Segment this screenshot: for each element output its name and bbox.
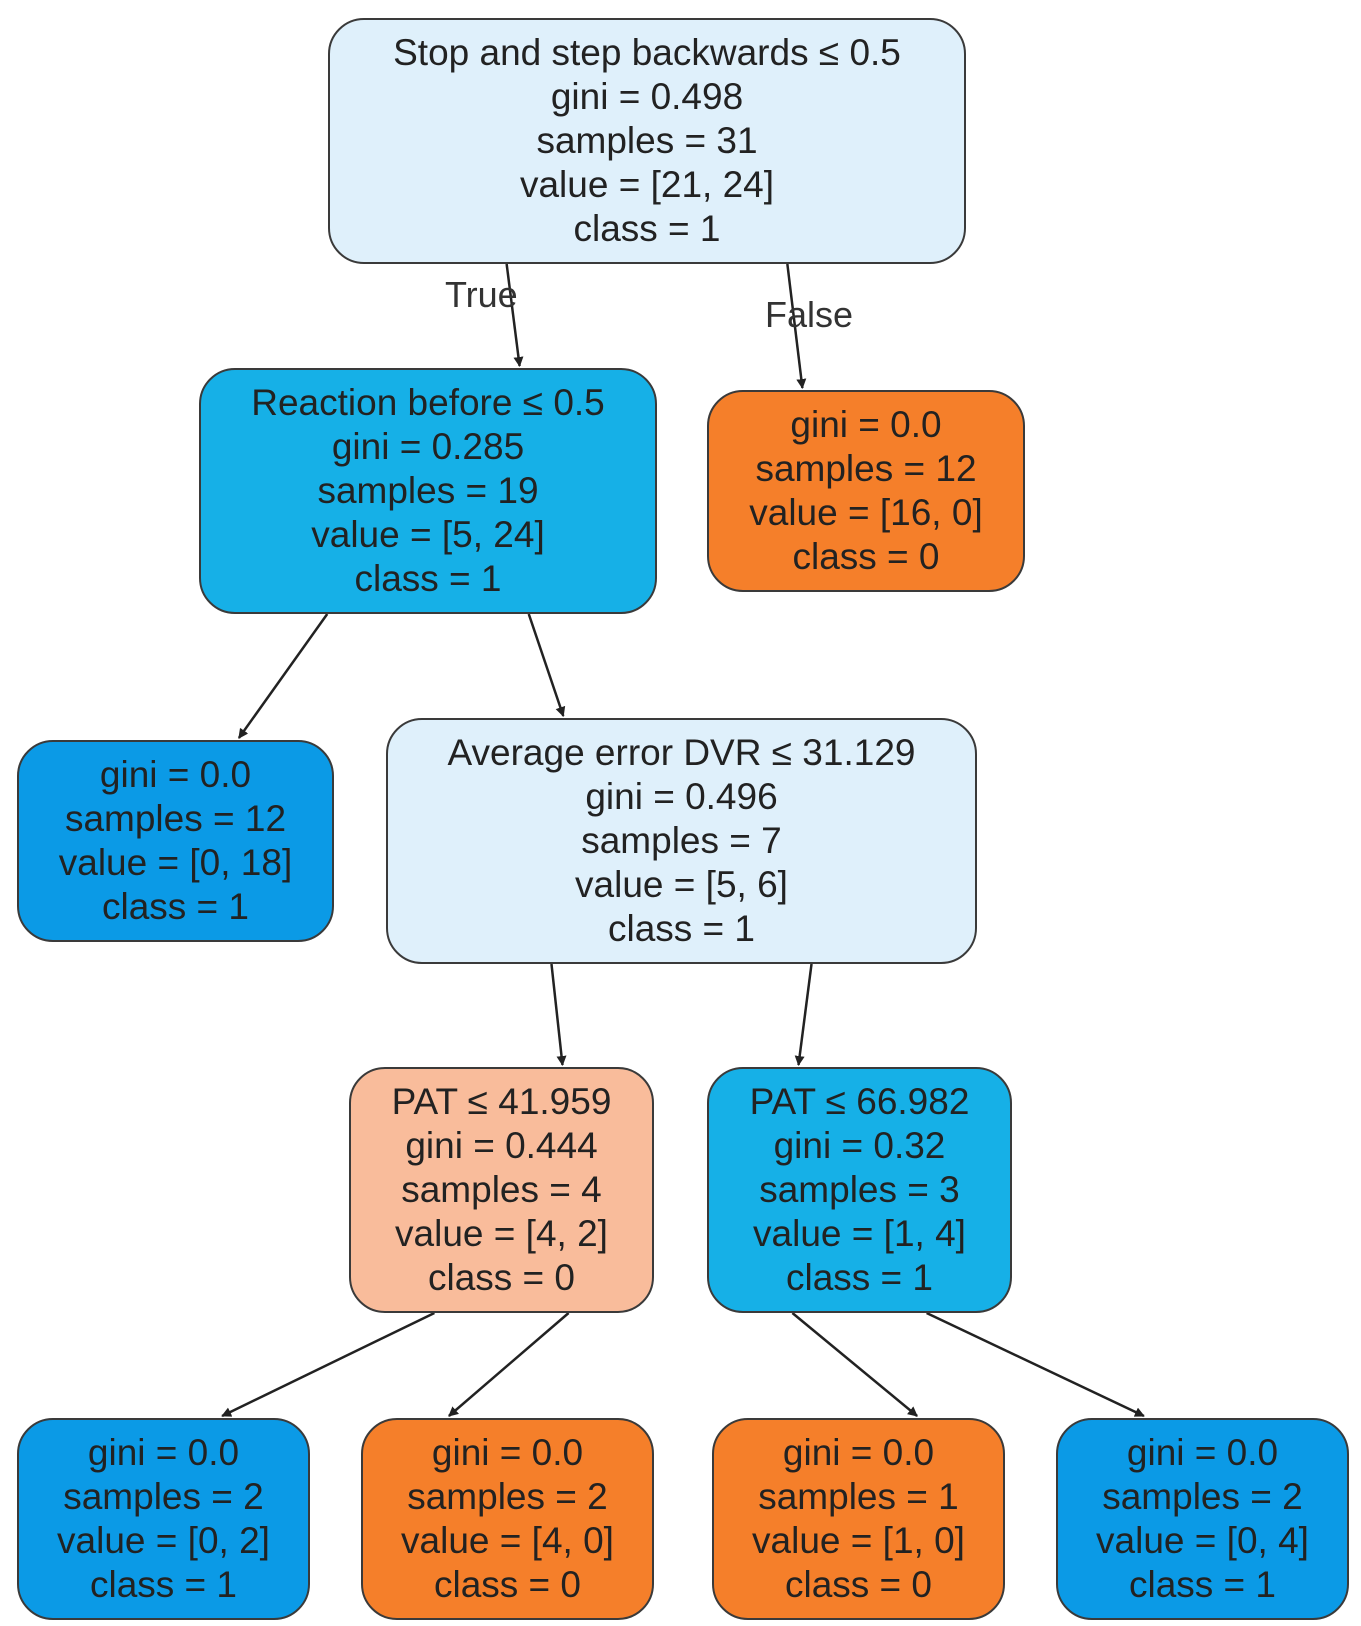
- node-line: class = 1: [785, 1257, 934, 1298]
- node-line: value = [16, 0]: [749, 492, 983, 533]
- node-line: gini = 0.0: [87, 1432, 240, 1473]
- node-line: gini = 0.444: [405, 1125, 598, 1166]
- node-line: value = [1, 4]: [753, 1213, 966, 1254]
- node-line: class = 1: [101, 886, 250, 927]
- node-line: value = [5, 24]: [311, 514, 545, 555]
- edge-root-to-reaction: [505, 263, 524, 367]
- node-line: gini = 0.498: [550, 76, 744, 117]
- edge-label-false: False: [765, 294, 854, 335]
- node-line: value = [5, 6]: [575, 864, 788, 905]
- node-line: value = [0, 18]: [58, 842, 293, 883]
- node-line: samples = 31: [536, 120, 758, 161]
- node-line: gini = 0.496: [585, 776, 778, 817]
- edge-pat-left-to-leaf-d: [448, 1312, 570, 1417]
- edge-pat-right-to-leaf-f: [926, 1311, 1145, 1418]
- node-line: value = [0, 4]: [1096, 1520, 1309, 1561]
- node-line: samples = 2: [63, 1476, 264, 1517]
- node-line: class = 1: [1128, 1564, 1277, 1605]
- node-line: class = 0: [792, 536, 940, 577]
- node-line: samples = 12: [64, 798, 287, 839]
- node-line: gini = 0.285: [331, 426, 525, 467]
- node-line: class = 1: [573, 208, 721, 249]
- edge-avg-error-to-pat-left: [550, 963, 567, 1066]
- node-line: class = 1: [607, 908, 756, 949]
- edge-reaction-to-avg-error: [527, 613, 566, 717]
- edge-pat-right-to-leaf-e: [791, 1312, 918, 1417]
- node-line: class = 1: [89, 1564, 238, 1605]
- node-line: samples = 12: [755, 448, 977, 489]
- node-line: samples = 7: [581, 820, 782, 861]
- node-line: Stop and step backwards ≤ 0.5: [393, 32, 901, 73]
- node-line: gini = 0.32: [773, 1125, 946, 1166]
- node-line: samples = 1: [758, 1476, 959, 1517]
- node-line: samples = 2: [407, 1476, 608, 1517]
- node-line: Reaction before ≤ 0.5: [251, 382, 605, 423]
- node-line: value = [0, 2]: [57, 1520, 270, 1561]
- node-line: class = 1: [354, 558, 502, 599]
- node-line: gini = 0.0: [99, 754, 252, 795]
- node-line: class = 0: [784, 1564, 933, 1605]
- node-line: samples = 4: [401, 1169, 602, 1210]
- node-line: class = 0: [427, 1257, 576, 1298]
- node-line: value = [21, 24]: [519, 164, 775, 205]
- edge-pat-left-to-leaf-c: [221, 1311, 435, 1418]
- node-line: class = 0: [433, 1564, 582, 1605]
- node-line: gini = 0.0: [431, 1432, 584, 1473]
- edge-label-true: True: [445, 274, 518, 315]
- node-line: samples = 3: [759, 1169, 960, 1210]
- node-line: gini = 0.0: [782, 1432, 935, 1473]
- node-line: samples = 19: [317, 470, 539, 511]
- node-line: gini = 0.0: [1126, 1432, 1279, 1473]
- node-line: value = [4, 2]: [395, 1213, 608, 1254]
- edge-reaction-to-leaf-b: [237, 613, 329, 739]
- edge-avg-error-to-pat-right: [794, 963, 813, 1066]
- edge-root-to-leaf-a: [786, 263, 807, 389]
- node-line: Average error DVR ≤ 31.129: [447, 732, 916, 773]
- node-line: value = [1, 0]: [752, 1520, 965, 1561]
- node-line: PAT ≤ 66.982: [749, 1081, 970, 1122]
- node-line: samples = 2: [1102, 1476, 1303, 1517]
- node-line: value = [4, 0]: [401, 1520, 614, 1561]
- node-line: PAT ≤ 41.959: [391, 1081, 612, 1122]
- node-line: gini = 0.0: [790, 404, 942, 445]
